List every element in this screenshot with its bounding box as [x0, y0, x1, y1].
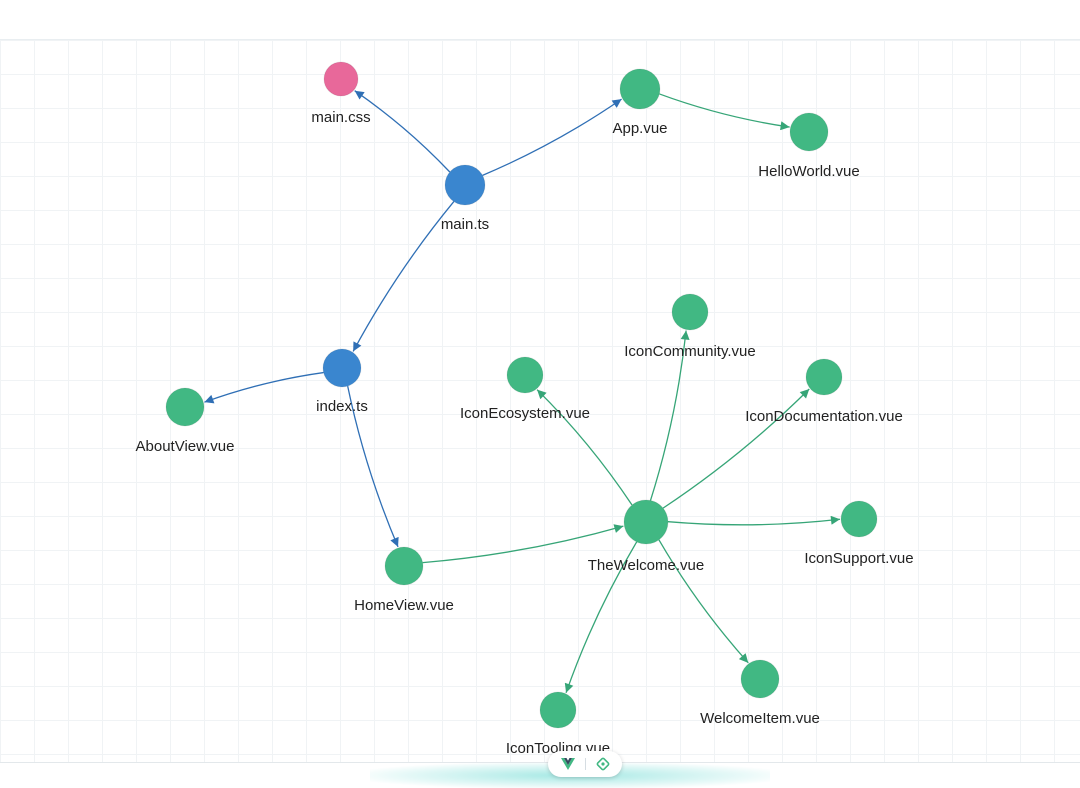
node-circle-thewelcome-vue[interactable] — [623, 499, 669, 545]
node-label-iconecosystem-vue: IconEcosystem.vue — [460, 405, 590, 422]
node-circle-main-css[interactable] — [323, 61, 359, 97]
locate-button[interactable] — [593, 754, 613, 774]
node-label-thewelcome-vue: TheWelcome.vue — [588, 557, 704, 574]
edge-thewelcome-vue-to-icondocumentation-vue — [662, 388, 810, 509]
node-app-vue[interactable]: App.vue — [612, 68, 668, 137]
node-circle-welcomeitem-vue[interactable] — [740, 659, 780, 699]
node-label-iconsupport-vue: IconSupport.vue — [804, 550, 913, 567]
edge-thewelcome-vue-to-icontooling-vue — [564, 541, 638, 694]
edge-thewelcome-vue-to-iconecosystem-vue — [536, 389, 633, 506]
node-circle-homeview-vue[interactable] — [384, 546, 424, 586]
node-main-ts[interactable]: main.ts — [441, 164, 489, 233]
edge-app-vue-to-helloworld-vue — [659, 93, 790, 131]
node-iconecosystem-vue[interactable]: IconEcosystem.vue — [460, 356, 590, 422]
node-label-homeview-vue: HomeView.vue — [354, 597, 454, 614]
node-circle-icontooling-vue[interactable] — [539, 691, 577, 729]
node-label-index-ts: index.ts — [316, 398, 368, 415]
edge-thewelcome-vue-to-welcomeitem-vue — [658, 539, 749, 664]
vue-logo-button[interactable] — [558, 754, 578, 774]
node-circle-helloworld-vue[interactable] — [789, 112, 829, 152]
graph-toolbar — [548, 751, 622, 777]
node-label-aboutview-vue: AboutView.vue — [136, 438, 235, 455]
node-welcomeitem-vue[interactable]: WelcomeItem.vue — [700, 659, 820, 727]
node-label-icondocumentation-vue: IconDocumentation.vue — [745, 408, 903, 425]
node-circle-index-ts[interactable] — [322, 348, 362, 388]
edge-thewelcome-vue-to-iconcommunity-vue — [649, 330, 690, 501]
node-iconcommunity-vue[interactable]: IconCommunity.vue — [624, 293, 756, 360]
node-circle-iconsupport-vue[interactable] — [840, 500, 878, 538]
node-label-welcomeitem-vue: WelcomeItem.vue — [700, 710, 820, 727]
node-label-main-ts: main.ts — [441, 216, 489, 233]
edge-index-ts-to-homeview-vue — [347, 385, 399, 548]
edge-homeview-vue-to-thewelcome-vue — [422, 524, 624, 564]
node-helloworld-vue[interactable]: HelloWorld.vue — [758, 112, 860, 180]
node-main-css[interactable]: main.css — [311, 61, 371, 126]
node-circle-aboutview-vue[interactable] — [165, 387, 205, 427]
node-label-main-css: main.css — [311, 109, 370, 126]
bottom-bar — [0, 762, 1080, 788]
top-bar — [0, 0, 1080, 40]
node-label-app-vue: App.vue — [612, 120, 667, 137]
toolbar-divider — [584, 758, 586, 770]
node-homeview-vue[interactable]: HomeView.vue — [354, 546, 454, 614]
edge-main-ts-to-app-vue — [482, 98, 622, 176]
edge-index-ts-to-aboutview-vue — [204, 371, 324, 404]
node-icondocumentation-vue[interactable]: IconDocumentation.vue — [745, 358, 903, 425]
node-iconsupport-vue[interactable]: IconSupport.vue — [804, 500, 914, 567]
node-label-helloworld-vue: HelloWorld.vue — [758, 163, 859, 180]
edge-thewelcome-vue-to-iconsupport-vue — [667, 515, 841, 526]
node-circle-main-ts[interactable] — [444, 164, 486, 206]
locate-target-icon — [596, 757, 609, 771]
edge-main-ts-to-index-ts — [352, 201, 455, 352]
vue-logo-icon — [560, 758, 575, 770]
node-index-ts[interactable]: index.ts — [316, 348, 368, 415]
edge-main-ts-to-main-css — [354, 90, 451, 173]
node-circle-iconecosystem-vue[interactable] — [506, 356, 544, 394]
node-icontooling-vue[interactable]: IconTooling.vue — [506, 691, 610, 757]
node-circle-iconcommunity-vue[interactable] — [671, 293, 709, 331]
node-aboutview-vue[interactable]: AboutView.vue — [136, 387, 235, 455]
node-circle-app-vue[interactable] — [619, 68, 661, 110]
node-circle-icondocumentation-vue[interactable] — [805, 358, 843, 396]
node-label-iconcommunity-vue: IconCommunity.vue — [624, 343, 755, 360]
node-thewelcome-vue[interactable]: TheWelcome.vue — [588, 499, 704, 574]
